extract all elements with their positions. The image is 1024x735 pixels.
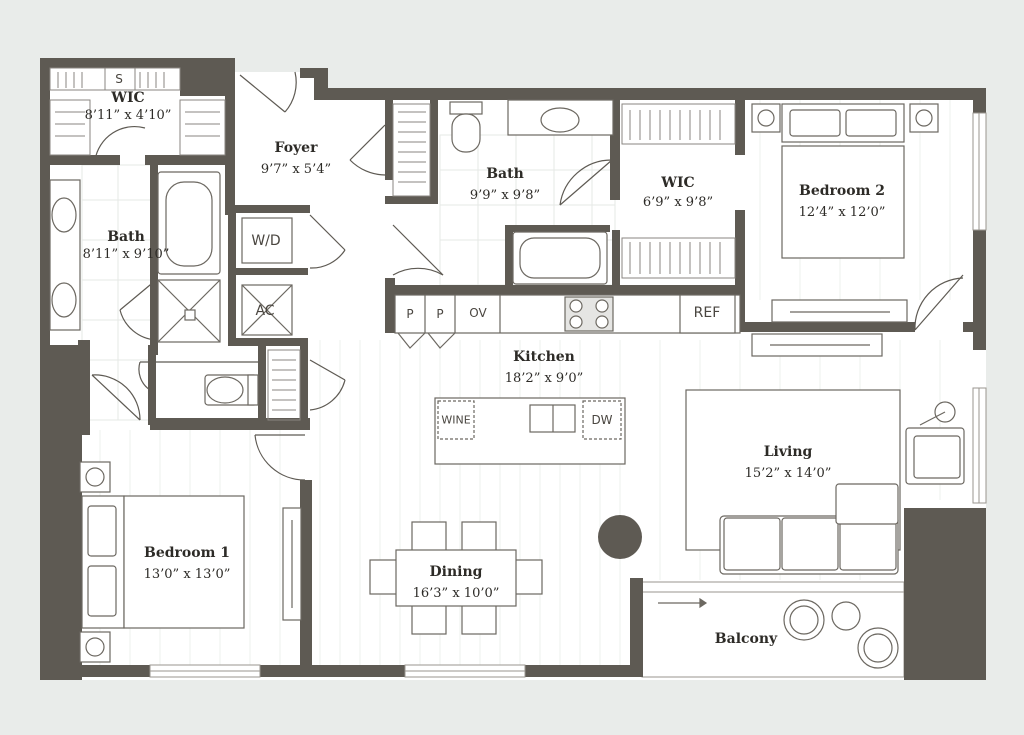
windows	[149, 112, 987, 678]
round-table	[598, 515, 642, 559]
dishwasher-label: DW	[591, 413, 613, 427]
room-dimensions: 13’0” x 13’0”	[143, 566, 231, 582]
bedroom-2-furniture	[751, 103, 939, 357]
linen-closet	[267, 103, 431, 421]
bath-2-fixtures	[449, 99, 614, 285]
room-label-living: Living 15’2” x 14’0”	[745, 444, 832, 482]
dining-furniture	[369, 521, 543, 635]
bath-1-fixtures	[49, 171, 259, 406]
safe-label: S	[115, 72, 123, 86]
room-name: WIC	[111, 90, 145, 106]
room-label-bath-1: Bath 8’11” x 9’10”	[83, 229, 170, 263]
room-dimensions: 9’7” x 5’4”	[260, 161, 332, 177]
wine-fridge-label: WINE	[441, 413, 471, 427]
balcony-area	[641, 581, 905, 678]
bedroom-1-furniture	[79, 461, 302, 663]
utility-units	[241, 217, 293, 336]
pantry-label-2: P	[436, 307, 444, 321]
room-label-bath-2: Bath 9’9” x 9’8”	[470, 166, 540, 204]
balcony-furniture	[658, 597, 899, 669]
refrigerator-label: REF	[693, 305, 721, 321]
room-label-wic-1: WIC 8’11” x 4’10”	[85, 90, 172, 124]
room-label-bedroom-1: Bedroom 1 13’0” x 13’0”	[144, 545, 231, 583]
room-dimensions: 16’3” x 10’0”	[412, 585, 500, 601]
room-name: Kitchen	[513, 349, 575, 365]
kitchen-counter	[394, 294, 741, 465]
room-name: Foyer	[274, 140, 318, 156]
wic-1-shelving	[49, 67, 226, 156]
room-dimensions: 8’11” x 4’10”	[84, 107, 172, 123]
oven-label: OV	[469, 306, 487, 320]
living-furniture	[685, 389, 965, 575]
room-name: Bath	[486, 166, 524, 182]
room-name: Bedroom 2	[798, 183, 885, 199]
room-dimensions: 18’2” x 9’0”	[504, 370, 584, 386]
room-dimensions: 12’4” x 12’0”	[798, 204, 886, 220]
room-label-foyer: Foyer 9’7” x 5’4”	[261, 140, 331, 178]
room-label-wic-2: WIC 6’9” x 9’8”	[643, 175, 713, 211]
room-name: Living	[763, 444, 813, 460]
pantry-label-1: P	[406, 307, 414, 321]
room-dimensions: 9’9” x 9’8”	[469, 187, 541, 203]
room-name: Bath	[107, 229, 145, 245]
room-dimensions: 8’11” x 9’10”	[82, 246, 170, 262]
walls	[40, 58, 986, 680]
room-dimensions: 15’2” x 14’0”	[744, 465, 832, 481]
room-label-balcony: Balcony	[715, 631, 777, 649]
room-name: Balcony	[714, 631, 778, 647]
room-label-bedroom-2: Bedroom 2 12’4” x 12’0”	[799, 183, 886, 221]
ac-label: AC	[255, 303, 275, 319]
room-label-dining: Dining 16’3” x 10’0”	[413, 564, 500, 602]
room-name: Bedroom 1	[143, 545, 230, 561]
washer-dryer-label: W/D	[251, 233, 281, 249]
room-label-kitchen: Kitchen 18’2” x 9’0”	[505, 349, 584, 387]
room-name: WIC	[661, 175, 695, 191]
room-dimensions: 6’9” x 9’8”	[642, 194, 714, 210]
room-name: Dining	[429, 564, 483, 580]
wic-2-shelving	[621, 103, 736, 279]
doors	[91, 71, 964, 481]
